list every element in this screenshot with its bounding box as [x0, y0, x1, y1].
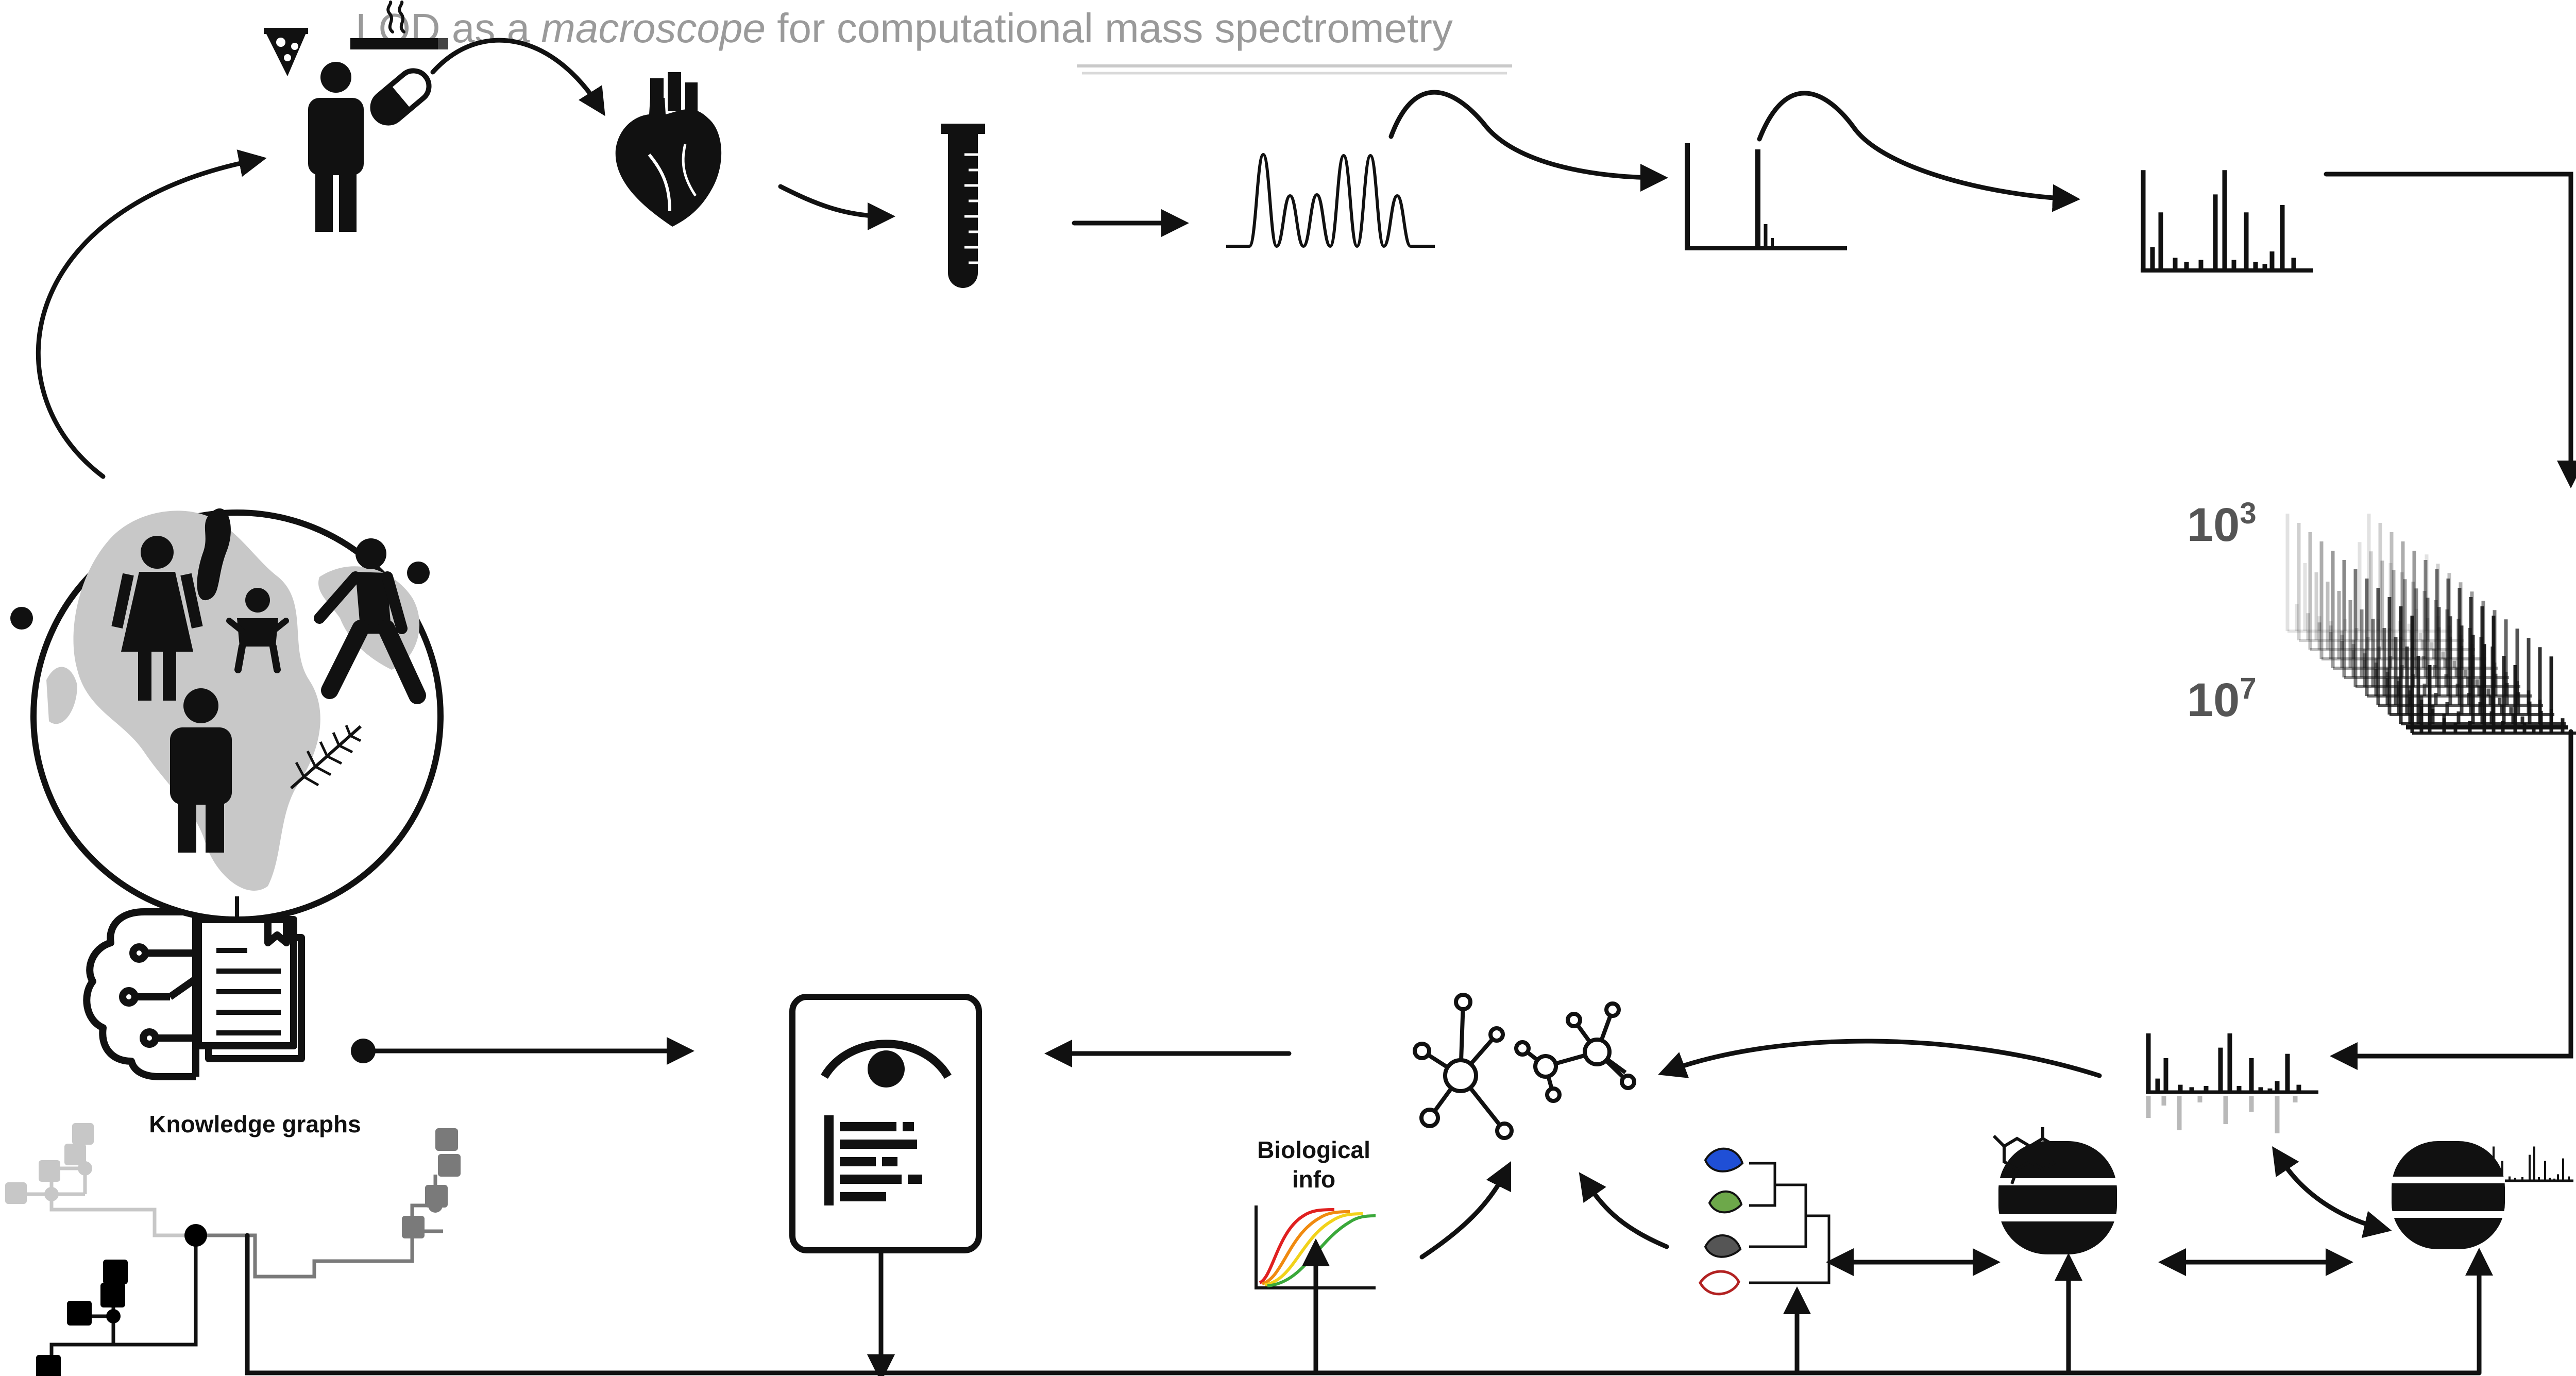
test-tube-icon: [941, 124, 985, 288]
globe-connector-dot: [407, 562, 430, 584]
growth-curves-icon: [1255, 1205, 1376, 1289]
scale-label-high: 107: [2187, 672, 2257, 726]
pill-icon: [370, 68, 432, 126]
report-eye-icon: [789, 994, 982, 1253]
diagram-title: LOD as a macroscope for computational ma…: [355, 5, 1453, 51]
ms2-spectrum-icon: [2141, 170, 2313, 273]
title-underline: [1077, 64, 1512, 75]
knowledge-graphs-label: Knowledge graphs: [149, 1111, 361, 1137]
mirror-spectrum-icon: [2146, 1033, 2318, 1133]
chromatogram-icon: [1226, 152, 1435, 248]
biological-info-label-line2: info: [1292, 1166, 1335, 1193]
molecule-icon: [1992, 1127, 2057, 1185]
network-icon: [1413, 993, 1636, 1140]
database-icon-right: [2392, 1141, 2505, 1249]
ai-book-icon: [83, 908, 305, 1080]
database-icon: [1998, 1141, 2117, 1254]
pizza-icon: [264, 28, 308, 76]
spectra-stack-icon: [2285, 514, 2576, 735]
flow-arrows: [36, 38, 2576, 1376]
biological-info-label-line1: Biological: [1257, 1136, 1370, 1163]
heart-icon: [615, 72, 722, 227]
globe-connector-dot: [10, 607, 33, 630]
globe-icon: [30, 508, 444, 923]
cigarette-icon: [350, 1, 448, 49]
ms1-spectrum-icon: [1685, 143, 1847, 250]
scale-label-low: 103: [2187, 497, 2257, 551]
phylogeny-icon: [1699, 1147, 1831, 1296]
person-icon: [308, 62, 364, 232]
knowledge-graph-icon: [5, 1123, 461, 1376]
